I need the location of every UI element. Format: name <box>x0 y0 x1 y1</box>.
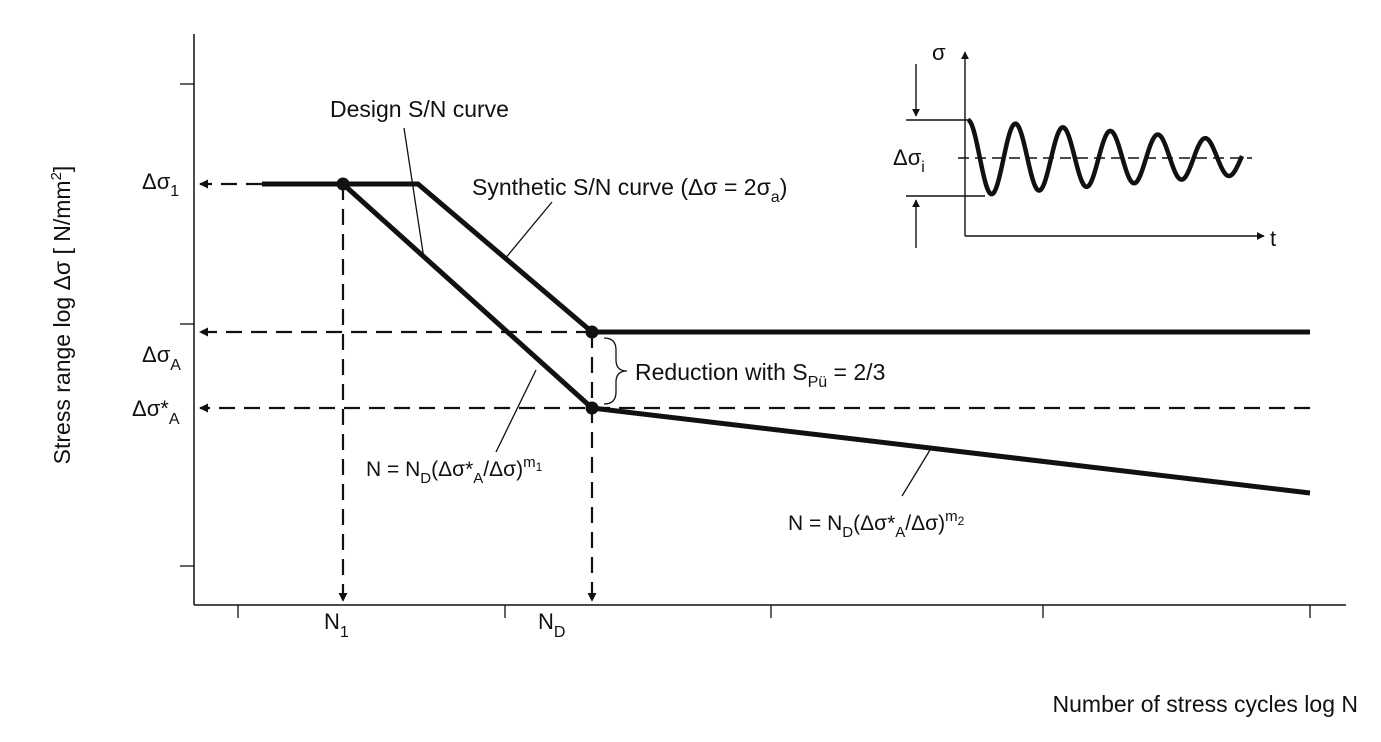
x-axis-ticks <box>237 605 1311 618</box>
dsa-star-tick-sub: A <box>169 411 180 428</box>
formula-m2-s1: D <box>842 524 853 541</box>
formula-m1-p2: (Δσ* <box>431 458 473 481</box>
formula-m1-s2: A <box>473 470 483 487</box>
synthetic-curve-sub: a <box>771 189 780 206</box>
dsa-star-tick-label: Δσ*A <box>132 396 180 428</box>
formula-m2-p1: N = N <box>788 512 842 535</box>
knee-point-n1 <box>336 177 350 191</box>
design-curve-leader <box>403 127 425 260</box>
ds1-tick-label: Δσ1 <box>142 169 179 200</box>
inset-sigma-label: σ <box>932 40 946 65</box>
formula-m1-s1: D <box>420 470 431 487</box>
n1-tick-sub: 1 <box>340 624 349 641</box>
leader-lines <box>403 127 931 497</box>
synthetic-curve-label: Synthetic S/N curve (Δσ = 2σa) <box>472 174 787 206</box>
y-axis-label-sup: 2 <box>48 172 65 180</box>
y-axis-ticks <box>180 83 194 567</box>
reduction-brace <box>603 337 628 405</box>
formula-m1-p3: /Δσ) <box>483 458 523 481</box>
synthetic-curve-text: Synthetic S/N curve (Δσ = 2σ <box>472 174 771 200</box>
formula-m1-p1: N = N <box>366 458 420 481</box>
reduction-text: Reduction with S <box>635 359 808 385</box>
inset-time-label: t <box>1270 226 1276 251</box>
nd-tick-label: ND <box>538 609 565 641</box>
reduction-label: Reduction with SPü = 2/3 <box>635 359 885 391</box>
n1-tick-label: N1 <box>324 609 349 641</box>
synthetic-sn-curve <box>262 181 1310 335</box>
formula-m1-sup: m <box>523 454 536 471</box>
synthetic-curve-leader <box>503 201 553 261</box>
ds1-tick-sub: 1 <box>170 183 179 200</box>
n1-tick-base: N <box>324 609 340 634</box>
formula-m2-s2: A <box>895 524 905 541</box>
inset-delta-sigma-base: Δσ <box>893 145 922 170</box>
y-axis-label: Stress range log Δσ [ N/mm2] <box>48 166 75 465</box>
knee-point-nd-lower <box>585 401 599 415</box>
reference-lines <box>199 179 1310 602</box>
inset-delta-sigma-label: Δσi <box>893 145 925 176</box>
dsa-tick-base: Δσ <box>142 342 171 367</box>
stress-time-inset: σ t Δσi <box>893 40 1276 251</box>
formula-m2-sup: m <box>945 508 958 525</box>
reduction-sub: Pü <box>808 374 828 391</box>
formula-m2-p3: /Δσ) <box>905 512 945 535</box>
design-sn-curve <box>341 182 1311 496</box>
formula-m2: N = ND(Δσ*A/Δσ)m2 <box>788 508 965 541</box>
m2-formula-leader <box>901 449 931 497</box>
x-axis-label: Number of stress cycles log N <box>1053 691 1358 717</box>
dsa-star-tick-base: Δσ* <box>132 396 169 421</box>
axes <box>193 34 1346 606</box>
synthetic-curve-end: ) <box>780 174 788 200</box>
dsa-tick-sub: A <box>170 357 181 374</box>
design-curve-label: Design S/N curve <box>330 96 509 122</box>
nd-tick-base: N <box>538 609 554 634</box>
reduction-end: = 2/3 <box>827 359 885 385</box>
inset-delta-sigma-sub: i <box>921 159 925 176</box>
formula-m2-p2: (Δσ* <box>853 512 895 535</box>
y-axis-label-text: Stress range log Δσ [ N/mm <box>49 180 75 464</box>
knee-point-nd-upper <box>585 325 599 339</box>
m1-formula-leader <box>495 369 537 453</box>
formula-m2-supsub: 2 <box>958 514 965 528</box>
formula-m1: N = ND(Δσ*A/Δσ)m1 <box>366 454 543 487</box>
nd-tick-sub: D <box>554 624 566 641</box>
inset-stress-signal <box>967 117 1245 197</box>
y-axis-label-end: ] <box>49 166 75 172</box>
dsa-tick-label: ΔσA <box>142 342 181 374</box>
ds1-tick-base: Δσ <box>142 169 171 194</box>
formula-m1-supsub: 1 <box>536 460 543 474</box>
